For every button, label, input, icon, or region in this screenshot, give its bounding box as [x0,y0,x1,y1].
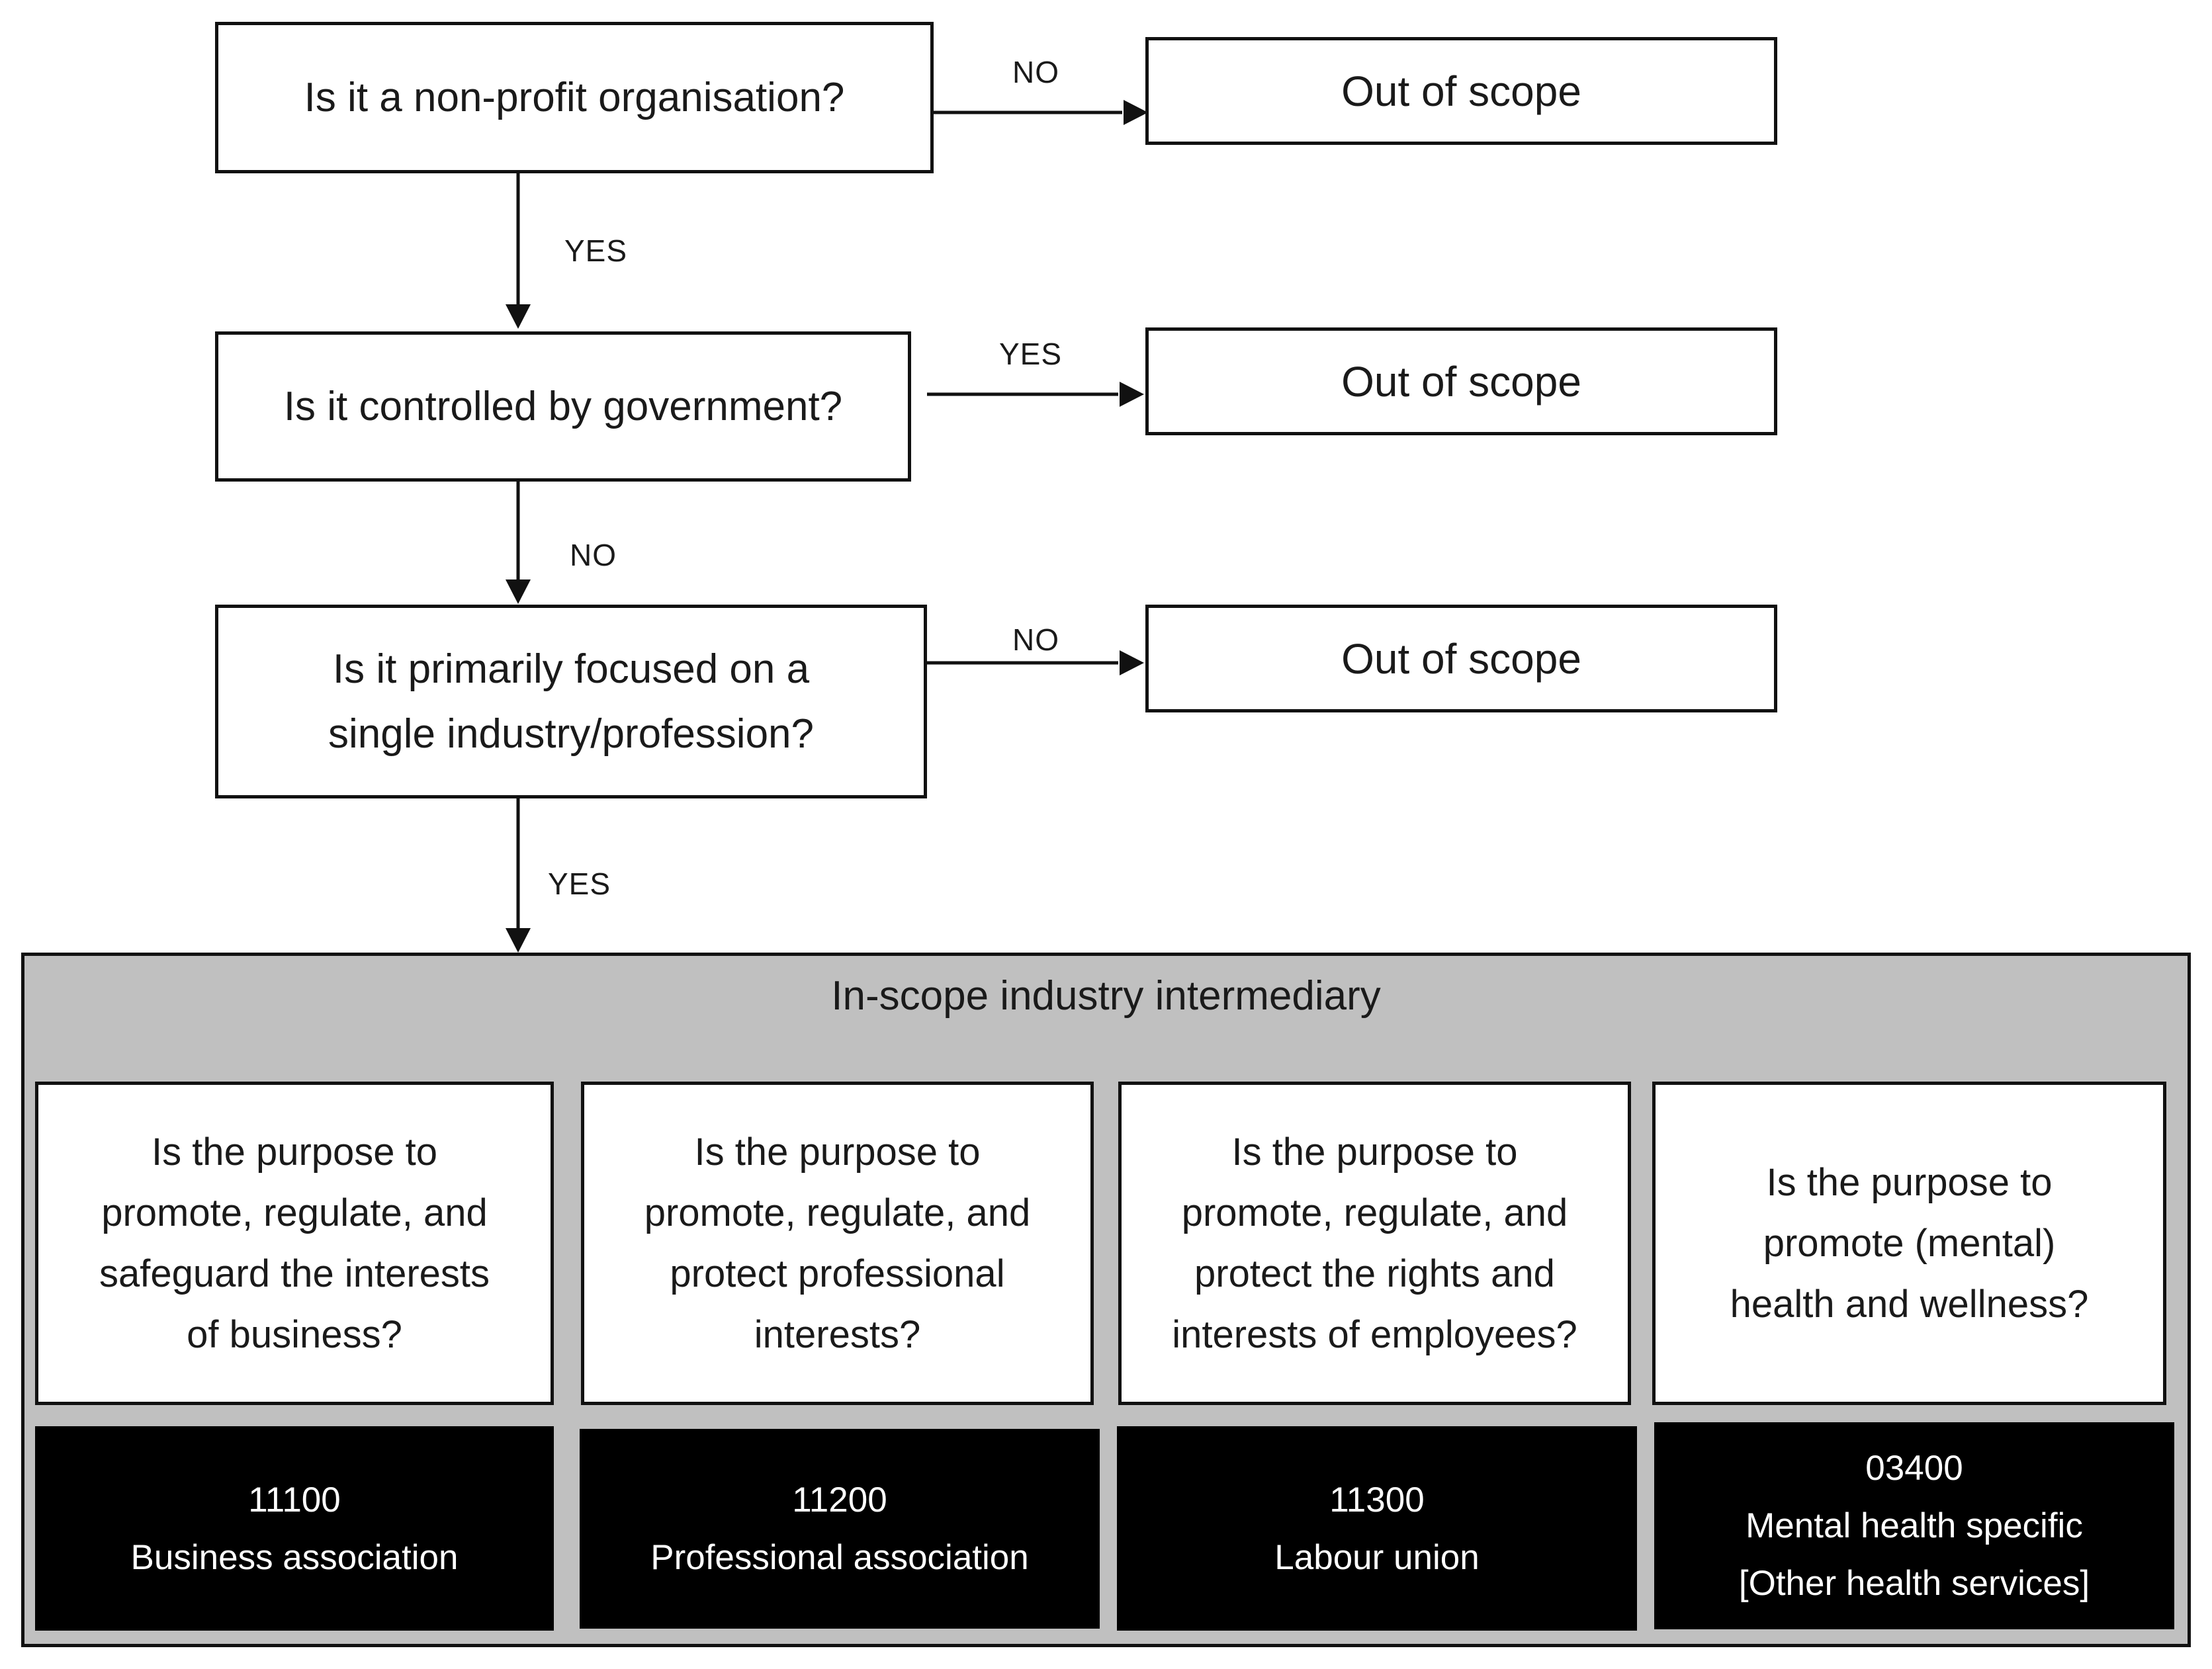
purpose-question-line: promote (mental) [1763,1221,2056,1265]
purpose-question-line: Is the purpose to [1231,1130,1518,1174]
classification-name: Professional association [650,1538,1029,1577]
purpose-question-line: interests of employees? [1172,1312,1577,1356]
question-single-industry-line2: single industry/profession? [328,710,815,757]
purpose-question-business: Is the purpose to promote, regulate, and… [35,1082,554,1405]
edge-label-q2-no: NO [570,538,617,572]
classification-extra: [Other health services] [1738,1564,2090,1603]
classification-code: 11100 [248,1480,341,1519]
edge-label-q3-yes: YES [548,867,611,901]
edge-label-q3-no: NO [1012,622,1059,657]
purpose-question-line: interests? [754,1312,921,1356]
purpose-question-line: promote, regulate, and [644,1191,1031,1234]
purpose-question-line: Is the purpose to [151,1130,438,1174]
purpose-question-health: Is the purpose to promote (mental) healt… [1652,1082,2166,1405]
purpose-question-line: safeguard the interests [99,1252,490,1295]
edge-label-q1-yes: YES [564,234,628,268]
purpose-question-employees: Is the purpose to promote, regulate, and… [1118,1082,1631,1405]
purpose-question-line: promote, regulate, and [101,1191,488,1234]
classification-name: Business association [130,1537,459,1577]
classification-code: 03400 [1865,1449,1963,1488]
classification-name: Mental health specific [1746,1506,2083,1545]
classification-professional-association: 11200 Professional association [580,1429,1100,1629]
classification-name: Labour union [1274,1537,1480,1577]
classification-mental-health: 03400 Mental health specific [Other heal… [1654,1422,2174,1629]
out-of-scope-text-1: Out of scope [1341,67,1581,115]
classification-business-association: 11100 Business association [35,1426,554,1631]
in-scope-panel-title: In-scope industry intermediary [831,973,1381,1019]
purpose-question-professional: Is the purpose to promote, regulate, and… [581,1082,1094,1405]
purpose-question-line: protect professional [670,1252,1005,1295]
purpose-question-line: promote, regulate, and [1181,1191,1568,1234]
question-non-profit-text: Is it a non-profit organisation? [304,74,845,120]
edge-label-q1-no: NO [1012,55,1059,89]
edge-label-q2-yes: YES [999,337,1063,371]
out-of-scope-box-2: Out of scope [1145,327,1777,435]
classification-code: 11300 [1329,1480,1425,1519]
out-of-scope-box-3: Out of scope [1145,605,1777,712]
out-of-scope-text-3: Out of scope [1341,634,1581,683]
out-of-scope-box-1: Out of scope [1145,37,1777,145]
purpose-question-line: health and wellness? [1730,1282,2089,1326]
classification-code: 11200 [792,1480,887,1519]
question-government-controlled: Is it controlled by government? [215,331,911,482]
out-of-scope-text-2: Out of scope [1341,357,1581,406]
purpose-question-line: Is the purpose to [694,1130,981,1174]
question-single-industry: Is it primarily focused on a single indu… [215,605,927,798]
classification-labour-union: 11300 Labour union [1117,1426,1637,1631]
question-government-controlled-text: Is it controlled by government? [283,383,843,429]
purpose-question-line: Is the purpose to [1766,1160,2053,1204]
purpose-question-line: protect the rights and [1194,1252,1555,1295]
question-non-profit: Is it a non-profit organisation? [215,22,934,173]
purpose-question-line: of business? [187,1312,402,1356]
question-single-industry-line1: Is it primarily focused on a [332,646,810,692]
